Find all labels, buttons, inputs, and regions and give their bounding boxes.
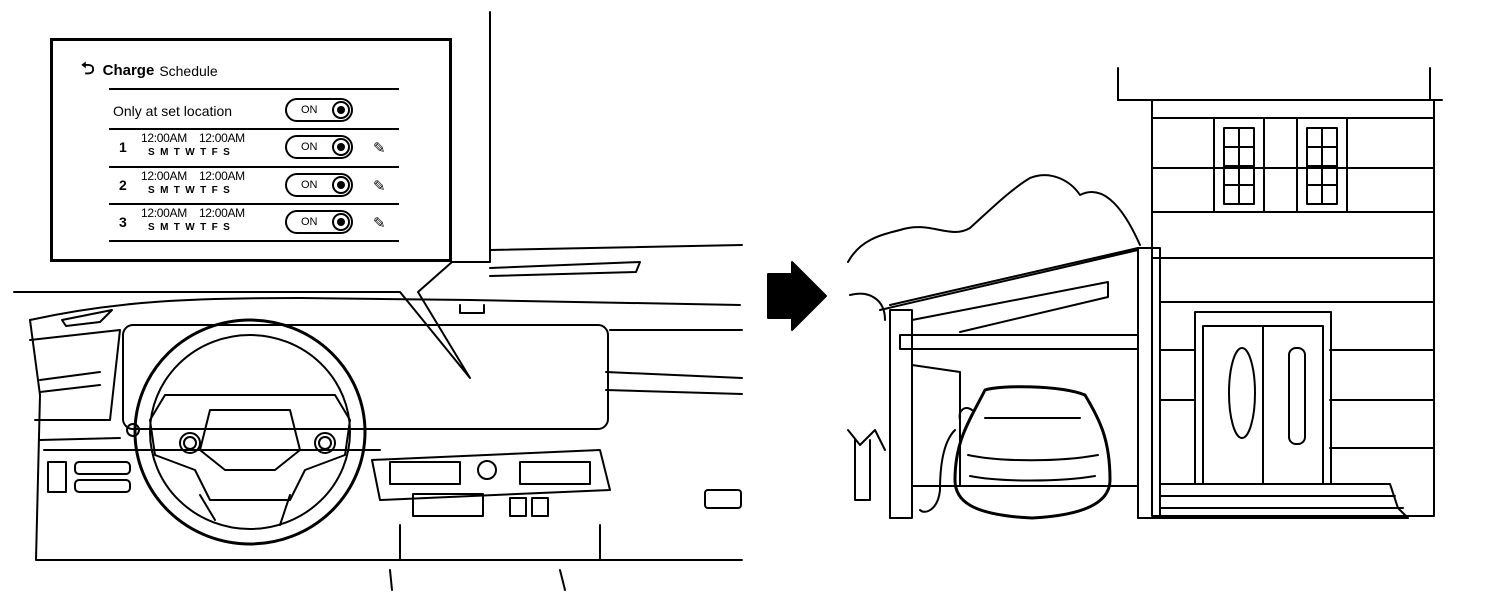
schedule-times: 12:00AM 12:00AM <box>141 206 257 220</box>
schedule-toggle[interactable]: ON <box>285 210 353 234</box>
toggle-state: ON <box>301 141 318 153</box>
screen-title-rest: Schedule <box>159 62 218 79</box>
toggle-knob <box>332 101 350 119</box>
charge-schedule-screen: ⮌ Charge Schedule Only at set location O… <box>50 38 452 262</box>
schedule-row-2[interactable]: 2 12:00AM 12:00AM SMTWTFS ON ✎ <box>119 169 409 203</box>
charging-cable <box>919 429 956 513</box>
schedule-toggle[interactable]: ON <box>285 135 353 159</box>
car-front <box>953 385 1112 520</box>
divider <box>109 203 399 205</box>
toggle-state: ON <box>301 179 318 191</box>
end-time: 12:00AM <box>198 131 245 145</box>
location-toggle-label: Only at set location <box>113 103 233 119</box>
toggle-knob <box>332 176 350 194</box>
schedule-times: 12:00AM 12:00AM <box>141 169 257 183</box>
divider <box>109 88 399 90</box>
toggle-knob <box>332 138 350 156</box>
divider <box>109 128 399 130</box>
start-time: 12:00AM <box>141 206 187 220</box>
screen-header: ⮌ Charge Schedule <box>81 56 218 85</box>
house-illustration <box>847 67 1443 520</box>
pencil-icon[interactable]: ✎ <box>373 178 386 195</box>
toggle-knob <box>332 213 350 231</box>
location-toggle[interactable]: ON <box>285 98 353 122</box>
schedule-row-1[interactable]: 1 12:00AM 12:00AM SMTWTFS ON ✎ <box>119 131 409 165</box>
tree-line <box>847 174 1141 263</box>
car-dashboard <box>29 244 743 591</box>
callout-pointer <box>13 11 491 379</box>
schedule-toggle[interactable]: ON <box>285 173 353 197</box>
schedule-number: 2 <box>119 177 127 193</box>
schedule-days: SMTWTFS <box>148 147 236 158</box>
start-time: 12:00AM <box>141 131 187 145</box>
toggle-state: ON <box>301 216 318 228</box>
toggle-state: ON <box>301 104 318 116</box>
divider <box>109 166 399 168</box>
back-arrow-icon[interactable]: ⮌ <box>81 59 95 78</box>
end-time: 12:00AM <box>198 206 245 220</box>
end-time: 12:00AM <box>198 169 245 183</box>
schedule-days: SMTWTFS <box>148 185 236 196</box>
schedule-times: 12:00AM 12:00AM <box>141 131 257 145</box>
divider <box>109 240 399 242</box>
schedule-days: SMTWTFS <box>148 222 236 233</box>
start-time: 12:00AM <box>141 169 187 183</box>
right-arrow-icon <box>767 261 827 331</box>
schedule-number: 1 <box>119 139 127 155</box>
schedule-number: 3 <box>119 214 127 230</box>
screen-title-bold: Charge <box>102 62 155 79</box>
pencil-icon[interactable]: ✎ <box>373 215 386 232</box>
schedule-row-3[interactable]: 3 12:00AM 12:00AM SMTWTFS ON ✎ <box>119 206 409 240</box>
pencil-icon[interactable]: ✎ <box>373 140 386 157</box>
steering-wheel <box>126 318 367 546</box>
